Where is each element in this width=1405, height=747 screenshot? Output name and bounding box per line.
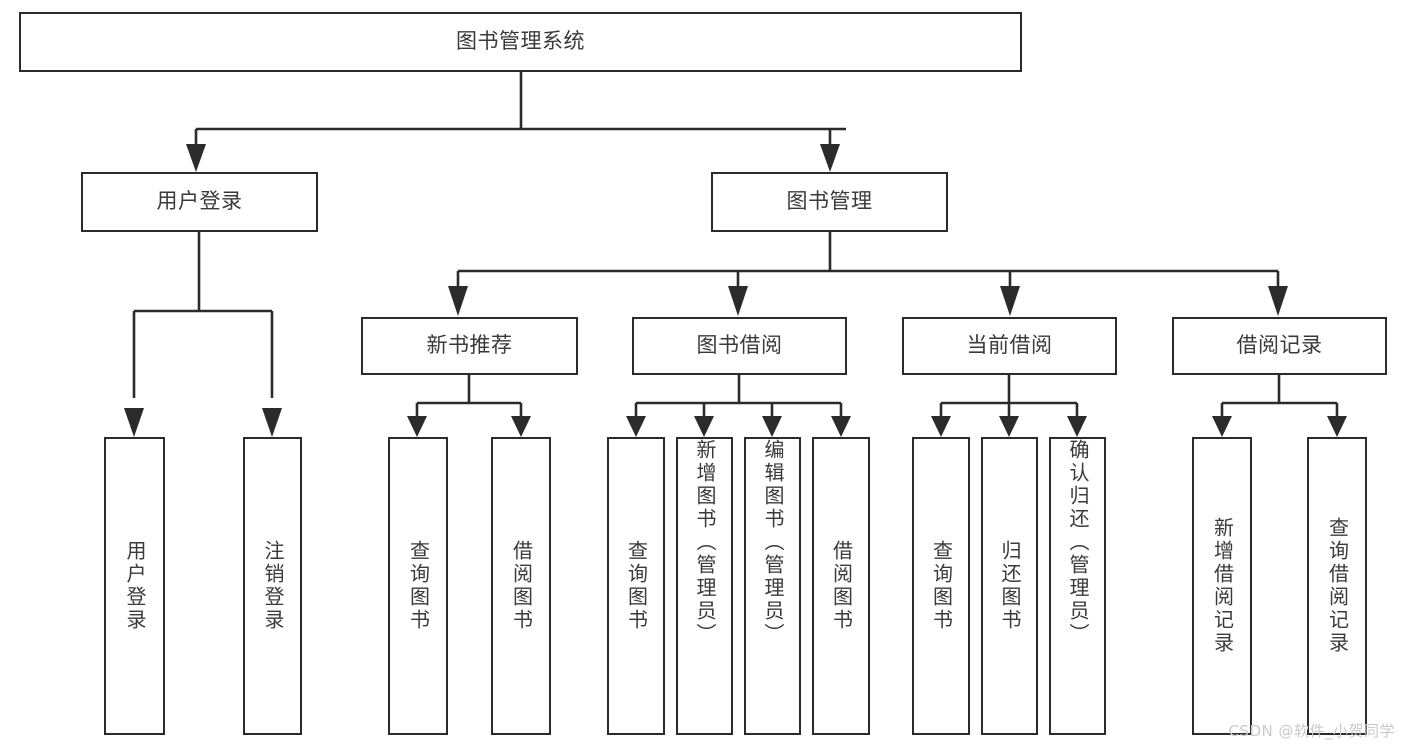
node-new-book-recommend[interactable]: 新书推荐 (361, 317, 578, 375)
node-current-borrow[interactable]: 当前借阅 (902, 317, 1117, 375)
leaf-currentborrow-confirm-return-admin-label: 确认归还（管理员） (1066, 439, 1090, 646)
node-user-login-label: 用户登录 (156, 189, 243, 214)
node-book-borrow-label: 图书借阅 (696, 333, 783, 358)
node-book-management-label: 图书管理 (786, 189, 873, 214)
leaf-bookborrow-add-book-admin[interactable]: 新增图书（管理员） (676, 437, 733, 735)
arrowheads (124, 144, 1347, 437)
node-borrow-record-label: 借阅记录 (1236, 333, 1323, 358)
leaf-bookborrow-borrow-book[interactable]: 借阅图书 (812, 437, 870, 735)
leaf-bookborrow-query-book-label: 查询图书 (624, 540, 649, 632)
leaf-bookborrow-borrow-book-label: 借阅图书 (829, 540, 854, 632)
leaf-bookborrow-edit-book-admin[interactable]: 编辑图书（管理员） (744, 437, 801, 735)
leaf-bookborrow-query-book[interactable]: 查询图书 (607, 437, 665, 735)
leaf-bookborrow-edit-book-admin-label: 编辑图书（管理员） (761, 439, 785, 646)
leaf-newbook-borrow-book-label: 借阅图书 (509, 540, 534, 632)
node-borrow-record[interactable]: 借阅记录 (1172, 317, 1387, 375)
leaf-currentborrow-confirm-return-admin[interactable]: 确认归还（管理员） (1049, 437, 1106, 735)
leaf-bookborrow-add-book-admin-label: 新增图书（管理员） (693, 439, 717, 646)
node-root-system-label: 图书管理系统 (456, 29, 585, 54)
leaf-currentborrow-return-book[interactable]: 归还图书 (981, 437, 1038, 735)
leaf-user-login-login[interactable]: 用户登录 (104, 437, 165, 735)
leaf-newbook-query-book-label: 查询图书 (406, 540, 431, 632)
csdn-watermark: CSDN @软件_小贺同学 (1228, 722, 1395, 740)
leaf-borrowrecord-query-record[interactable]: 查询借阅记录 (1307, 437, 1367, 735)
node-root-system[interactable]: 图书管理系统 (19, 12, 1022, 72)
leaf-newbook-query-book[interactable]: 查询图书 (388, 437, 448, 735)
leaf-user-login-logout[interactable]: 注销登录 (243, 437, 302, 735)
node-book-management[interactable]: 图书管理 (711, 172, 948, 232)
node-user-login[interactable]: 用户登录 (81, 172, 318, 232)
leaf-currentborrow-return-book-label: 归还图书 (998, 540, 1022, 632)
leaf-currentborrow-query-book[interactable]: 查询图书 (912, 437, 970, 735)
leaf-currentborrow-query-book-label: 查询图书 (929, 540, 954, 632)
node-new-book-recommend-label: 新书推荐 (426, 333, 513, 358)
leaf-user-login-login-label: 用户登录 (123, 540, 147, 632)
leaf-user-login-logout-label: 注销登录 (261, 540, 285, 632)
leaf-newbook-borrow-book[interactable]: 借阅图书 (491, 437, 551, 735)
leaf-borrowrecord-add-record[interactable]: 新增借阅记录 (1192, 437, 1252, 735)
leaf-borrowrecord-add-record-label: 新增借阅记录 (1210, 517, 1235, 655)
node-current-borrow-label: 当前借阅 (966, 333, 1053, 358)
leaf-borrowrecord-query-record-label: 查询借阅记录 (1325, 517, 1350, 655)
node-book-borrow[interactable]: 图书借阅 (632, 317, 847, 375)
